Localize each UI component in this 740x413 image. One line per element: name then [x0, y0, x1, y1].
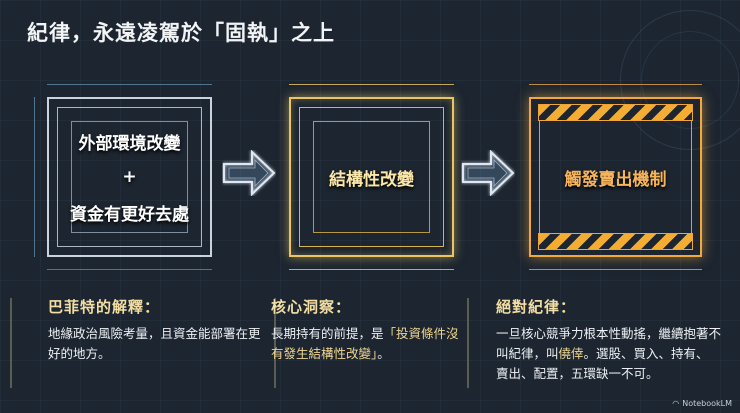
card-heading: 巴菲特的解釋： — [48, 298, 161, 316]
dimension-line-bottom — [529, 269, 702, 270]
watermark: ◠ NotebookLM — [672, 399, 732, 408]
frame-core — [313, 121, 430, 233]
card-body: 地緣政治風險考量，且資金能部署在更好的地方。 — [48, 326, 261, 361]
right-arrow-icon — [462, 150, 515, 196]
card-body-highlight: 僥倖 — [558, 346, 584, 361]
box-label-text: 觸發賣出機制 — [564, 169, 667, 190]
box-external-change: 外部環境改變 + 資金有更好去處 — [34, 84, 212, 270]
hazard-stripe-top — [538, 104, 693, 121]
card-buffett-explanation: 巴菲特的解釋： 地緣政治風險考量，且資金能部署在更好的地方。 — [10, 296, 276, 388]
slide-title: 紀律，永遠凌駕於「固執」之上 — [27, 21, 335, 45]
box-label: 外部環境改變 + 資金有更好去處 — [47, 97, 212, 257]
card-body-text: 。 — [377, 346, 390, 361]
frame-outer — [289, 97, 454, 257]
card-body: 長期持有的前提，是「投資條件沒有發生結構性改變」。 — [271, 324, 466, 364]
frame-outer — [529, 97, 702, 257]
card-body-text: 一旦核心競爭力根本性動搖，繼續抱著不叫紀律，叫 — [496, 326, 722, 361]
divider — [274, 298, 276, 388]
plus-icon: + — [122, 167, 137, 187]
frame-outer — [47, 97, 212, 257]
watermark-text: NotebookLM — [682, 399, 732, 408]
dimension-line-top — [47, 84, 212, 85]
frame-core — [71, 121, 188, 233]
card-body-text: 。選股、買入、持有、賣出、配置，五環缺一不可。 — [496, 346, 709, 381]
box-label-line1: 外部環境改變 — [78, 134, 181, 154]
box-label: 結構性改變 — [289, 97, 454, 257]
notebooklm-logo-icon: ◠ — [672, 399, 680, 408]
box-structural-change: 結構性改變 — [289, 84, 454, 270]
dimension-line-left — [34, 97, 35, 257]
frame-inner — [299, 107, 444, 247]
card-body: 一旦核心競爭力根本性動搖，繼續抱著不叫紀律，叫僥倖。選股、買入、持有、賣出、配置… — [496, 324, 721, 384]
box-sell-trigger: 觸發賣出機制 — [529, 84, 702, 270]
box-label: 觸發賣出機制 — [529, 97, 702, 257]
dimension-line-bottom — [289, 269, 454, 270]
card-heading: 核心洞察： — [271, 298, 352, 316]
dimension-line-top — [289, 84, 454, 85]
box-label-line2: 資金有更好去處 — [70, 205, 189, 225]
frame-inner — [57, 107, 202, 247]
card-body-text: 長期持有的前提，是 — [271, 326, 384, 341]
divider — [467, 298, 469, 388]
card-heading: 絕對紀律： — [496, 298, 577, 316]
dimension-line-bottom — [47, 269, 212, 270]
right-arrow-icon — [223, 150, 276, 196]
divider — [10, 298, 12, 388]
dimension-line-top — [529, 84, 702, 85]
card-absolute-discipline: 絕對紀律： 一旦核心競爭力根本性動搖，繼續抱著不叫紀律，叫僥倖。選股、買入、持有… — [496, 296, 726, 384]
hazard-stripe-bottom — [538, 233, 693, 250]
card-core-insight: 核心洞察： 長期持有的前提，是「投資條件沒有發生結構性改變」。 — [271, 296, 491, 388]
card-body-highlight: 「投資條件沒有發生結構性改變」 — [271, 326, 459, 361]
box-label-text: 結構性改變 — [329, 169, 414, 190]
